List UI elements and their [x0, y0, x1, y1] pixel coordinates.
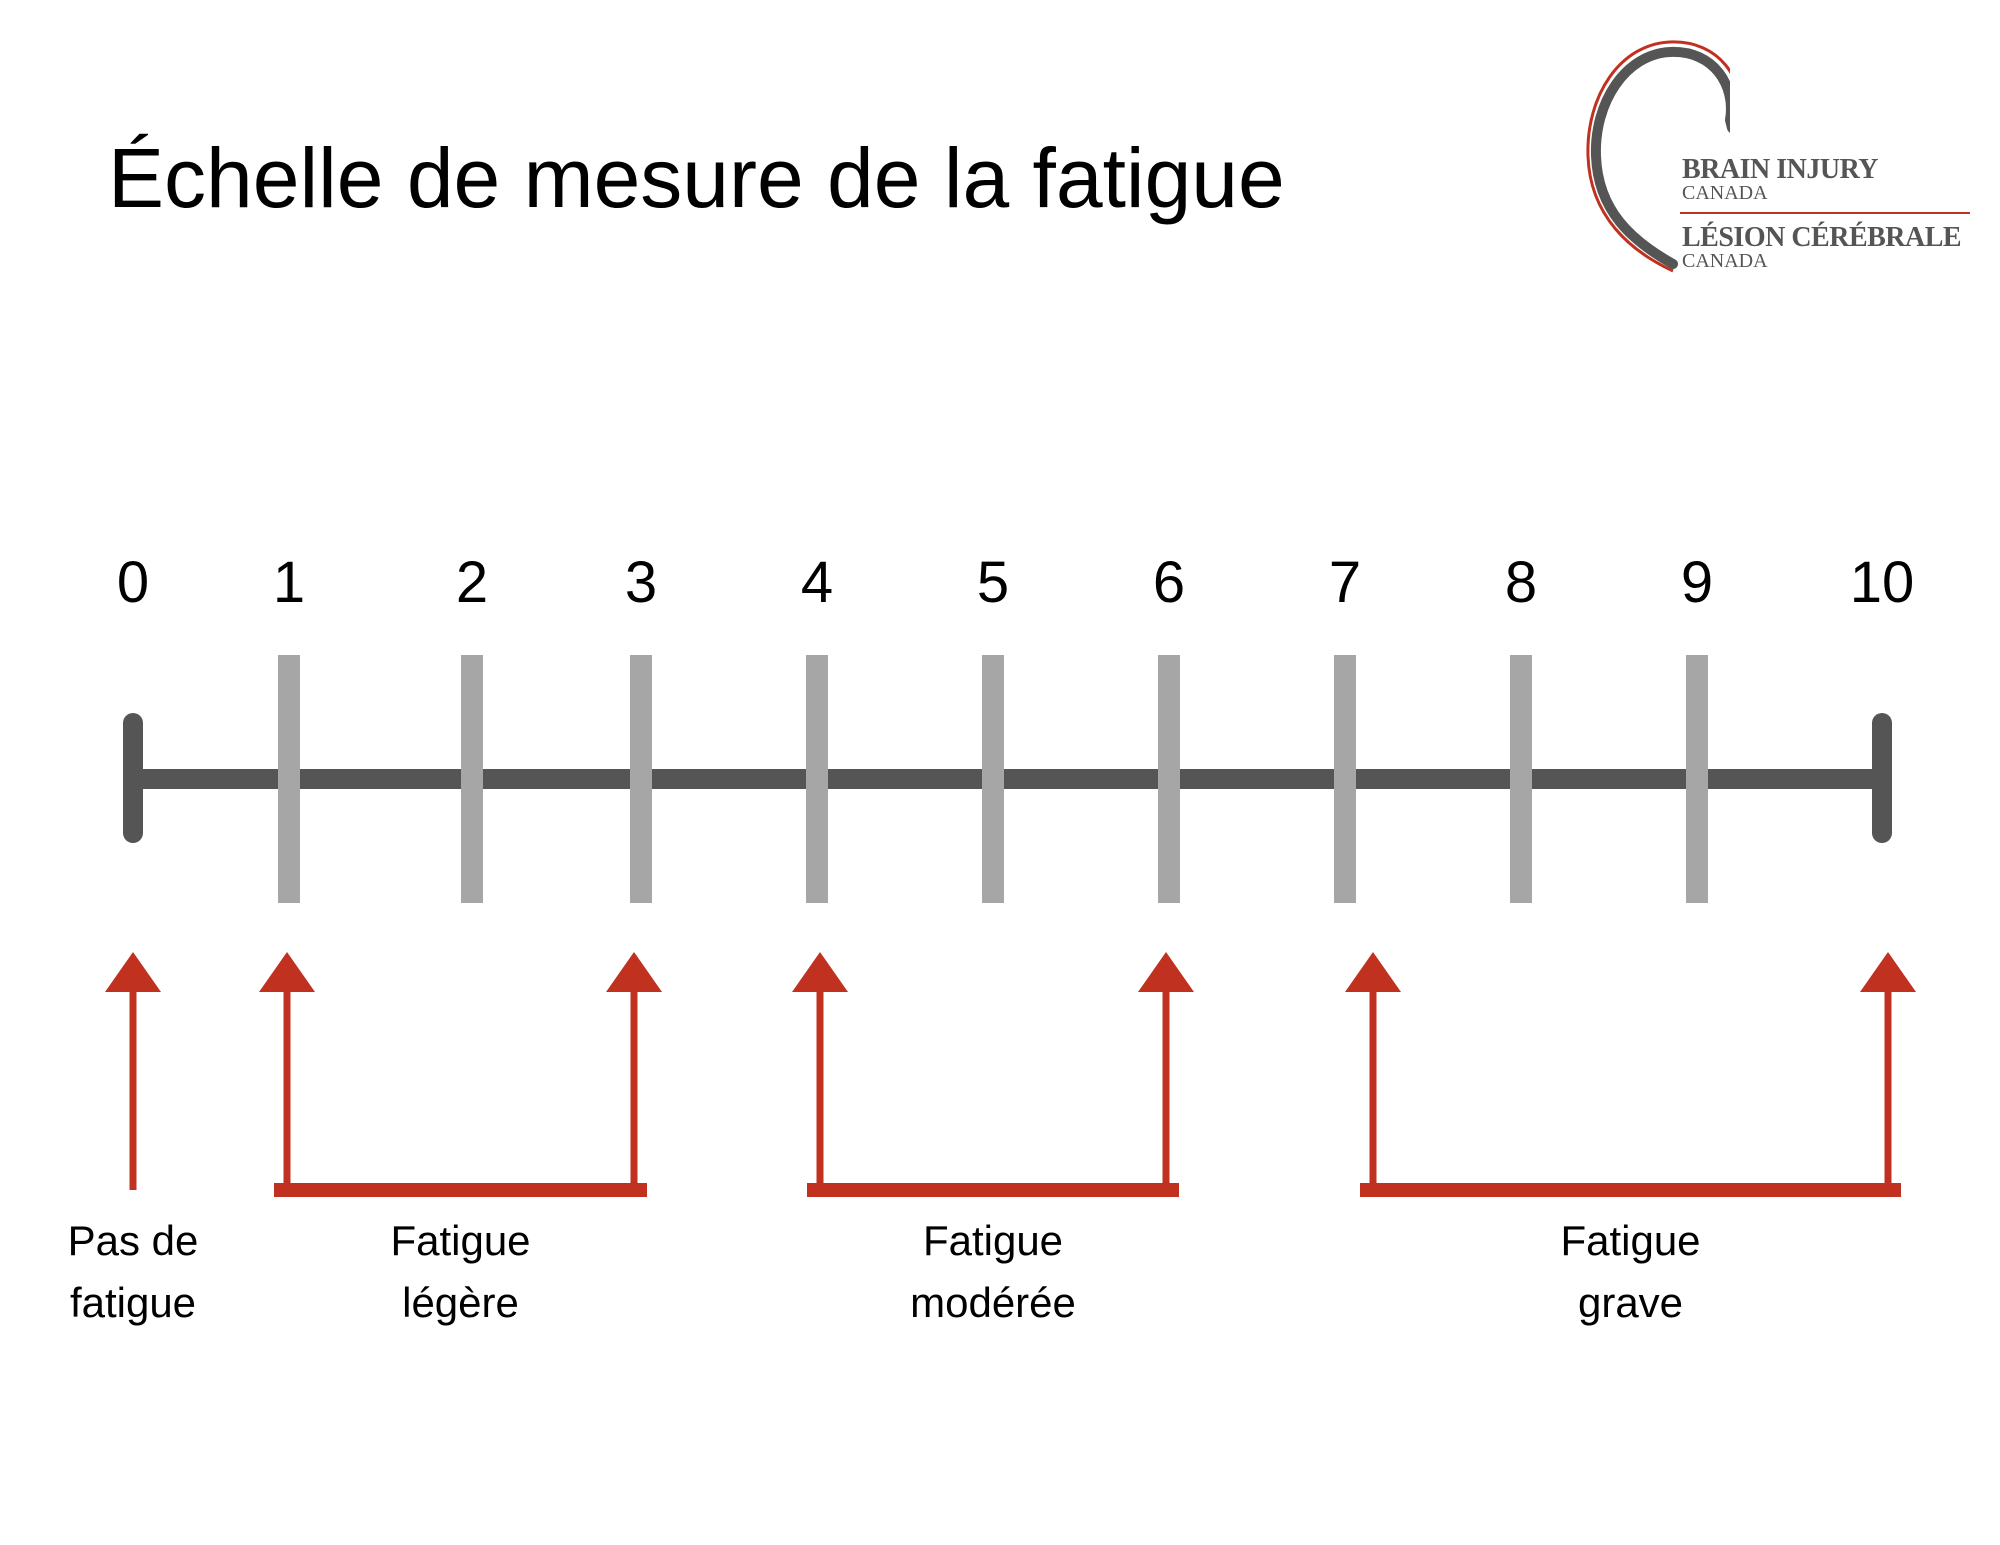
- scale-number-1: 1: [273, 550, 305, 615]
- category-label-line1: Fatigue: [1560, 1217, 1701, 1264]
- brain-injury-canada-logo: BRAIN INJURY CANADA LÉSION CÉRÉBRALE CAN…: [1570, 36, 1990, 276]
- scale-number-2: 2: [456, 550, 488, 615]
- category-label-line2: modérée: [910, 1279, 1076, 1326]
- arrow-cat2-start-head: [792, 952, 848, 992]
- category-label-line1: Pas de: [67, 1217, 199, 1264]
- category-label-line2: fatigue: [69, 1279, 197, 1326]
- logo-divider: [1680, 212, 1970, 214]
- scale-number-9: 9: [1681, 550, 1713, 615]
- arrow-cat3-end-head: [1860, 952, 1916, 992]
- scale-tick-1: [278, 655, 300, 903]
- scale-tick-2: [461, 655, 483, 903]
- scale-tick-9: [1686, 655, 1708, 903]
- category-label-line2: légère: [402, 1279, 519, 1326]
- scale-number-8: 8: [1505, 550, 1537, 615]
- scale-tick-6: [1158, 655, 1180, 903]
- scale-number-7: 7: [1329, 550, 1361, 615]
- scale-tick-3: [630, 655, 652, 903]
- scale-number-3: 3: [625, 550, 657, 615]
- scale-tick-5: [982, 655, 1004, 903]
- page-title: Échelle de mesure de la fatigue: [108, 131, 1285, 225]
- category-label-line2: grave: [1577, 1279, 1684, 1326]
- head-outline-icon: [1586, 40, 1730, 273]
- category-label-2: Fatigue modérée: [863, 1210, 1123, 1334]
- arrow-cat1-start-head: [259, 952, 315, 992]
- arrow-cat3-start-head: [1345, 952, 1401, 992]
- scale-number-6: 6: [1153, 550, 1185, 615]
- scale-tick-4: [806, 655, 828, 903]
- scale-tick-7: [1334, 655, 1356, 903]
- logo-line-lesion-cerebrale: LÉSION CÉRÉBRALE: [1682, 222, 1962, 253]
- category-label-1: Fatigue légère: [331, 1210, 591, 1334]
- arrow-cat1-end-head: [606, 952, 662, 992]
- logo-line-canada-en: CANADA: [1682, 182, 1768, 204]
- scale-tick-8: [1510, 655, 1532, 903]
- category-label-3: Fatigue grave: [1501, 1210, 1761, 1334]
- category-label-0: Pas de fatigue: [3, 1210, 263, 1334]
- category-label-line1: Fatigue: [390, 1217, 531, 1264]
- scale-number-10: 10: [1850, 550, 1915, 615]
- arrow-cat0-head: [105, 952, 161, 992]
- category-label-line1: Fatigue: [922, 1217, 1064, 1264]
- logo-line-brain-injury: BRAIN INJURY: [1682, 154, 1879, 185]
- scale-number-5: 5: [977, 550, 1009, 615]
- arrow-cat2-end-head: [1138, 952, 1194, 992]
- logo-line-canada-fr: CANADA: [1682, 250, 1768, 272]
- scale-number-4: 4: [801, 550, 833, 615]
- scale-number-0: 0: [117, 550, 149, 615]
